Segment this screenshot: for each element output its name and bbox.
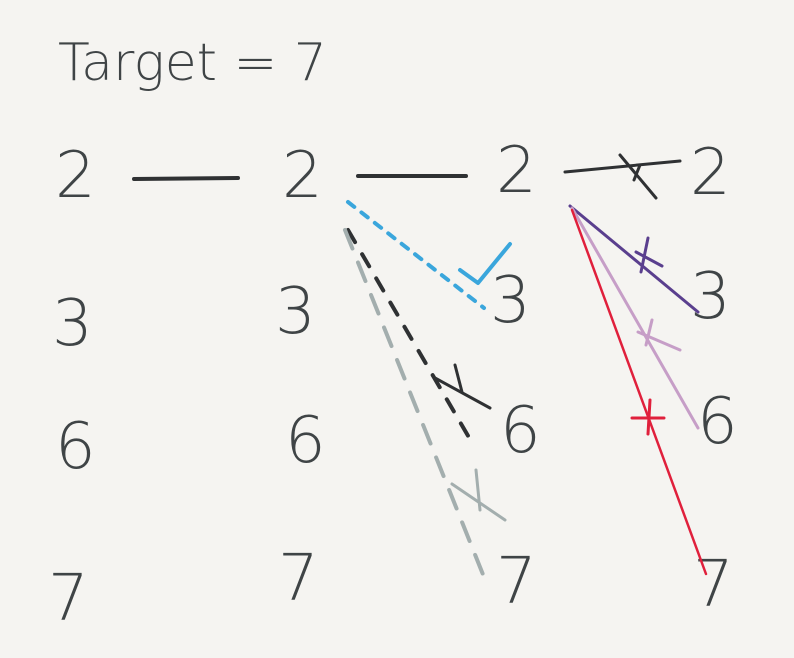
path-blue-dotted xyxy=(346,200,486,310)
col3-num-2: 2 xyxy=(496,134,537,208)
path-red xyxy=(570,208,708,576)
connector-2-2-a xyxy=(132,176,240,181)
cross-mark xyxy=(632,163,642,182)
col4-num-6: 6 xyxy=(697,385,738,459)
connector-2-2-c xyxy=(563,159,682,174)
path-gray-dashed xyxy=(343,228,488,584)
cross-icon xyxy=(636,318,682,352)
cross-icon xyxy=(634,236,664,274)
path-lilac xyxy=(570,206,700,430)
cross-icon xyxy=(630,398,666,436)
path-purple xyxy=(568,204,700,314)
cross-icon xyxy=(450,468,507,522)
title: Target = 7 xyxy=(58,33,327,93)
col1-num-3: 3 xyxy=(52,287,93,361)
cross-icon xyxy=(433,363,492,410)
col4-num-2: 2 xyxy=(690,136,731,210)
path-dark-dashed xyxy=(346,228,476,448)
col3-num-3: 3 xyxy=(490,264,531,338)
col4-num-7: 7 xyxy=(693,548,734,622)
col2-num-2: 2 xyxy=(282,139,323,213)
col1-num-2: 2 xyxy=(55,139,96,213)
col1-num-7: 7 xyxy=(48,562,89,636)
col3-num-6: 6 xyxy=(500,394,541,468)
cross-mark xyxy=(618,153,658,200)
col2-num-6: 6 xyxy=(285,404,326,478)
col2-num-3: 3 xyxy=(275,275,316,349)
col1-num-6: 6 xyxy=(55,410,96,484)
col4-num-3: 3 xyxy=(690,260,731,334)
col3-num-7: 7 xyxy=(496,545,537,619)
col2-num-7: 7 xyxy=(278,542,319,616)
check-icon xyxy=(458,242,512,285)
